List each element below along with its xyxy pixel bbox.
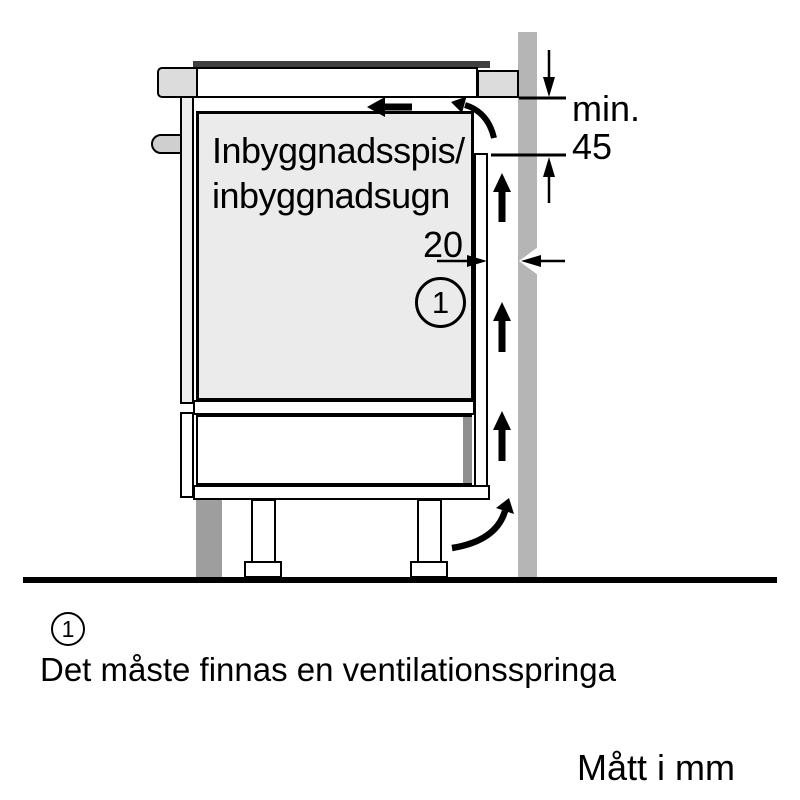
dimension-arrow-up-icon xyxy=(543,157,555,203)
caption-callout-number: 1 xyxy=(61,615,75,642)
rear-leg-shadow xyxy=(196,500,222,577)
airflow-curve-bottom-icon xyxy=(451,498,514,552)
units-note: Mått i mm xyxy=(577,747,735,788)
caption-text: Det måste finnas en ventilationsspringa xyxy=(40,651,616,688)
airflow-up-arrow-icon xyxy=(493,302,511,352)
airflow-up-arrow-icon xyxy=(493,411,511,461)
leg-right xyxy=(417,499,442,563)
hob-surface xyxy=(193,61,490,68)
appliance-label: Inbyggnadsspis/ inbyggnadsugn xyxy=(212,130,465,216)
min-value: 45 xyxy=(572,126,613,167)
worktop xyxy=(192,67,478,98)
leg-right-foot xyxy=(410,561,448,578)
drawer-box xyxy=(196,415,472,485)
leg-left-foot xyxy=(244,561,282,578)
caption-callout-badge: 1 xyxy=(51,612,85,646)
gap-value: 20 xyxy=(423,224,464,265)
worktop-left-edge xyxy=(157,67,198,98)
appliance-body: Inbyggnadsspis/ inbyggnadsugn xyxy=(196,111,474,401)
floor-line xyxy=(23,577,777,583)
bottom-rail xyxy=(193,485,490,500)
drawer-front-panel xyxy=(180,412,194,498)
dimension-arrow-down-icon xyxy=(543,50,555,97)
min-label: min. xyxy=(572,88,641,129)
airflow-up-arrows xyxy=(493,173,511,461)
leg-left xyxy=(251,499,276,563)
worktop-right-edge xyxy=(477,70,519,98)
callout-1-number: 1 xyxy=(431,284,450,320)
oven-door-panel xyxy=(180,96,194,404)
door-handle xyxy=(151,134,182,154)
mid-rail xyxy=(193,400,475,415)
airflow-up-arrow-icon xyxy=(493,173,511,222)
rear-panel-strip xyxy=(474,153,488,487)
callout-1-badge: 1 xyxy=(415,277,466,328)
drawer-back-shadow xyxy=(463,417,472,483)
wall xyxy=(518,32,537,577)
